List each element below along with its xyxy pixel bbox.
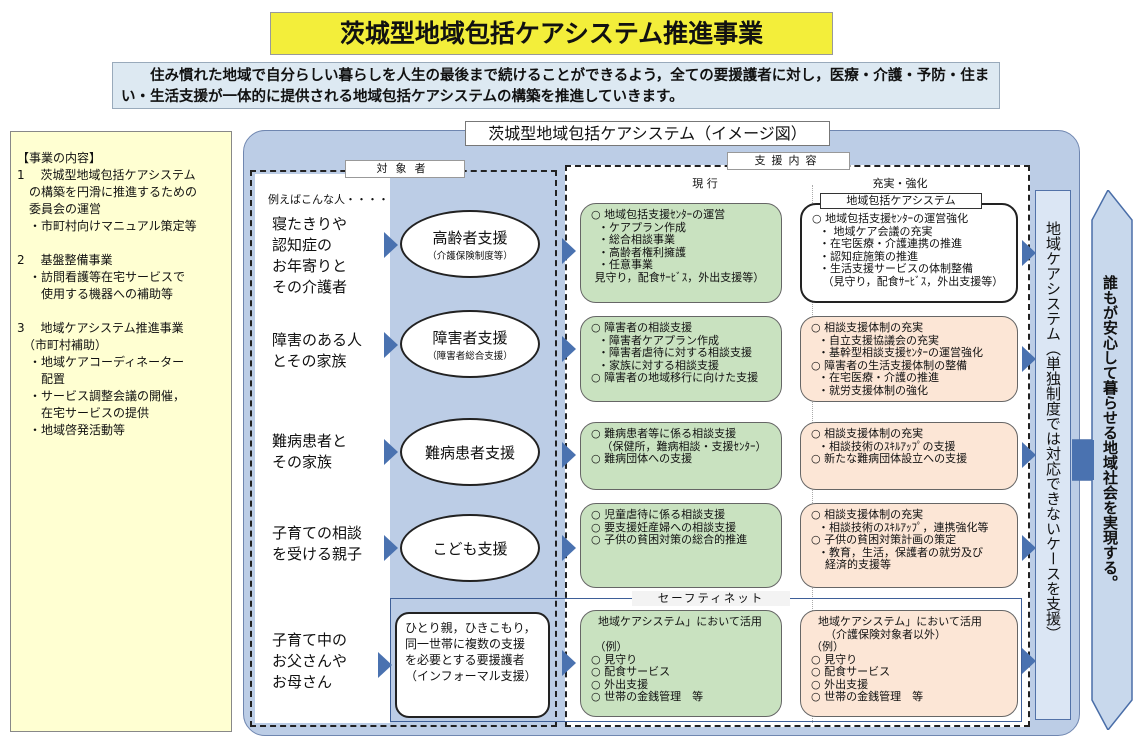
- panel-line: 委員会の運営: [17, 202, 102, 216]
- support-children: こども支援: [400, 514, 540, 582]
- support-elderly: 高齢者支援 （介護保険制度等）: [400, 210, 540, 278]
- current-elderly: ○ 地域包括支援ｾﾝﾀｰの運営 ・ケアプラン作成 ・総合相談事業 ・高齢者権利擁…: [580, 203, 782, 303]
- business-content-panel: 【事業の内容】 1 茨城型地域包括ケアシステム の構築を円滑に推進するための 委…: [10, 131, 232, 732]
- arrow-right-icon: [1022, 648, 1036, 674]
- enhance-elderly: ○ 地域包括支援ｾﾝﾀｰの運営強化 ・ 地域ケア会議の充実 ・在宅医療・介護連携…: [800, 203, 1018, 303]
- goal-text: 誰もが安心して暮らせる地域社会を実現する。: [1101, 275, 1119, 590]
- arrow-right-icon: [562, 238, 576, 264]
- panel-line: [17, 303, 225, 320]
- panel-line: [17, 235, 225, 252]
- enhance-tag: 地域包括ケアシステム: [820, 193, 982, 209]
- support-name: こども支援: [432, 539, 508, 558]
- page-title: 茨城型地域包括ケアシステム推進事業: [270, 12, 833, 55]
- diagram-title: 茨城型地域包括ケアシステム（イメージ図）: [465, 121, 830, 146]
- panel-line: ・サービス調整会議の開催，: [17, 389, 186, 403]
- arrow-right-icon: [384, 439, 398, 465]
- panel-line: 2 基盤整備事業: [17, 253, 113, 267]
- example-label: 例えばこんな人・・・・: [268, 193, 389, 206]
- support-name: 高齢者支援: [432, 228, 508, 247]
- panel-line: 3 地域ケアシステム推進事業: [17, 321, 184, 335]
- panel-line: 1 茨城型地域包括ケアシステム: [17, 168, 196, 182]
- current-disabled: ○ 障害者の相談支援 ・障害者ケアプラン作成 ・障害者虐待に対する相談支援 ・家…: [580, 316, 782, 402]
- support-disease: 難病患者支援: [400, 418, 540, 486]
- goal-arrow-icon: [1072, 190, 1133, 730]
- column-enhance-header: 充実・強化: [860, 175, 940, 191]
- support-label: 支援内容: [727, 152, 850, 170]
- care-system-box: 地域ケアシステム（単独制度では対応できないケースを支援）: [1035, 190, 1071, 720]
- arrow-right-icon: [384, 232, 398, 258]
- column-current-header: 現 行: [680, 175, 730, 191]
- safety-net-target: ひとり親，ひきこもり， 同一世帯に複数の支援 を必要とする要援護者 （インフォー…: [395, 612, 550, 718]
- person-disabled: 障害のある人 とその家族: [272, 331, 363, 370]
- arrow-right-icon: [384, 535, 398, 561]
- target-persons-column: [255, 174, 390, 723]
- enhance-disabled: ○ 相談支援体制の充実 ・自立支援協議会の充実 ・基幹型相談支援ｾﾝﾀｰの運営強…: [800, 316, 1018, 402]
- arrow-right-icon: [1022, 240, 1036, 266]
- support-sub: （障害者総合支援）: [427, 350, 513, 362]
- panel-line: 使用する機器への補助等: [17, 287, 174, 301]
- current-safety: 地域ケアシステム」において活用 （例） ○ 見守り ○ 配食サービス ○ 外出支…: [580, 610, 782, 717]
- arrow-right-icon: [562, 442, 576, 468]
- arrow-right-icon: [384, 332, 398, 358]
- panel-line: ・訪問看護等在宅サービスで: [17, 270, 186, 284]
- panel-line: ・市町村向けマニュアル策定等: [17, 219, 197, 233]
- panel-line: 在宅サービスの提供: [17, 406, 150, 420]
- panel-line: 配置: [17, 372, 66, 386]
- person-parents: 子育て中の お父さんや お母さん: [272, 631, 348, 691]
- panel-line: 【事業の内容】: [17, 151, 102, 165]
- panel-line: ・地域ケアコーディネーター: [17, 355, 185, 369]
- safety-net-label: セーフティネット: [632, 591, 790, 606]
- arrow-right-icon: [1022, 442, 1036, 468]
- current-disease: ○ 難病患者等に係る相談支援 （保健所，難病相談・支援ｾﾝﾀｰ） ○ 難病団体へ…: [580, 422, 782, 490]
- arrow-right-icon: [1022, 346, 1036, 372]
- person-intractable-disease: 難病患者と その家族: [272, 432, 348, 471]
- support-disabled: 障害者支援 （障害者総合支援）: [400, 310, 540, 378]
- lead-text: 住み慣れた地域で自分らしい暮らしを人生の最後まで続けることができるよう，全ての要…: [112, 62, 1000, 109]
- target-label: 対象者: [345, 160, 465, 178]
- arrow-right-icon: [562, 336, 576, 362]
- support-sub: （介護保険制度等）: [427, 250, 513, 262]
- person-elderly: 寝たきりや 認知症の お年寄りと その介護者: [272, 215, 348, 296]
- support-name: 難病患者支援: [424, 443, 515, 462]
- support-name: 障害者支援: [432, 328, 508, 347]
- panel-line: の構築を円滑に推進するための: [17, 185, 198, 199]
- enhance-children: ○ 相談支援体制の充実 ・相談技術のｽｷﾙｱｯﾌﾟ，連携強化等 ○ 子供の貧困対…: [800, 503, 1018, 588]
- arrow-right-icon: [1022, 535, 1036, 561]
- enhance-disease: ○ 相談支援体制の充実 ・相談技術のｽｷﾙｱｯﾌﾟの支援 ○ 新たな難病団体設立…: [800, 422, 1018, 490]
- person-child-rearing: 子育ての相談 を受ける親子: [272, 524, 363, 563]
- arrow-right-icon: [378, 652, 392, 678]
- enhance-safety: 地域ケアシステム」において活用 （介護保険対象者以外） （例） ○ 見守り ○ …: [800, 610, 1018, 717]
- current-children: ○ 児童虐待に係る相談支援 ○ 要支援妊産婦への相談支援 ○ 子供の貧困対策の総…: [580, 503, 782, 588]
- arrow-right-icon: [562, 535, 576, 561]
- panel-line: （市町村補助）: [17, 338, 108, 352]
- arrow-right-icon: [562, 650, 576, 676]
- panel-line: ・地域啓発活動等: [17, 423, 126, 437]
